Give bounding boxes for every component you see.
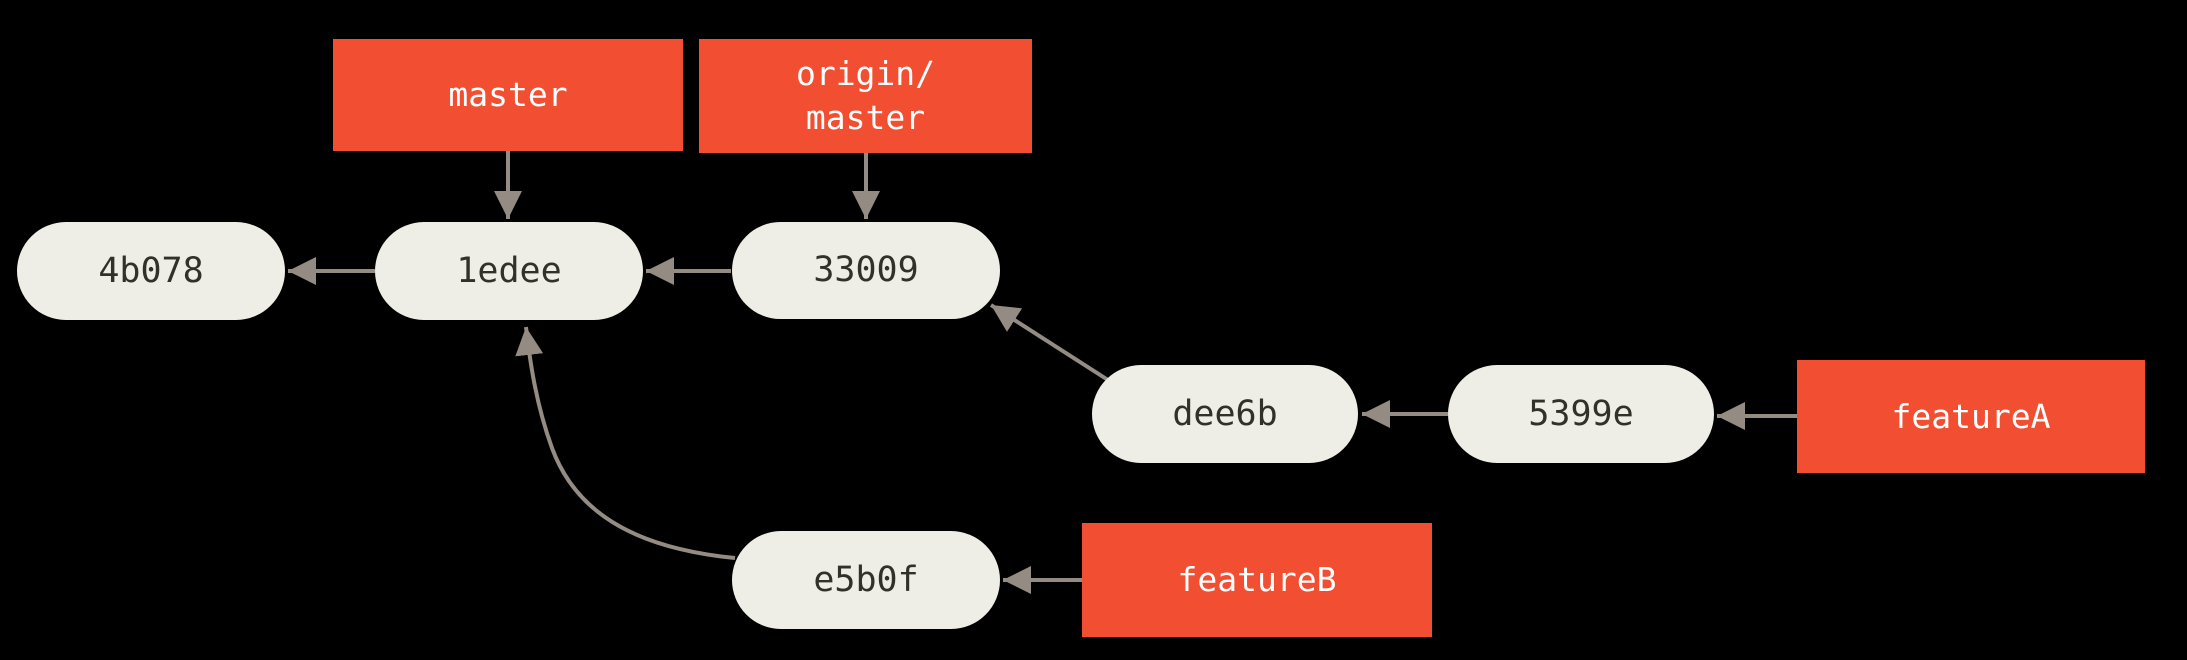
- commit-node-dee6b: dee6b: [1092, 365, 1358, 463]
- commit-node-1edee: 1edee: [375, 222, 643, 320]
- branch-label-text: origin/: [795, 54, 936, 94]
- edge-dee6b-to-33009: [989, 303, 1110, 382]
- branch-label-origin-master: origin/master: [699, 39, 1032, 153]
- commit-node-33009: 33009: [732, 222, 1000, 319]
- branch-label-text: master: [805, 98, 926, 137]
- branch-label-featureB: featureB: [1082, 523, 1432, 637]
- commit-node-5399e: 5399e: [1448, 365, 1714, 463]
- branch-label-text: featureA: [1891, 396, 2051, 436]
- commit-id: dee6b: [1172, 393, 1278, 434]
- branch-label-text: featureB: [1177, 560, 1337, 600]
- commit-id: 33009: [813, 250, 919, 290]
- branch-label-text: master: [448, 75, 568, 115]
- edge-e5b0f-to-1edee: [515, 326, 736, 560]
- commit-id: 5399e: [1528, 393, 1634, 434]
- branch-label-master: master: [333, 39, 683, 151]
- commit-node-e5b0f: e5b0f: [732, 531, 1000, 629]
- branch-label-featureA: featureA: [1797, 360, 2145, 473]
- commit-id: 4b078: [98, 250, 204, 291]
- commit-node-4b078: 4b078: [17, 222, 285, 320]
- commit-id: 1edee: [456, 250, 562, 291]
- commit-id: e5b0f: [813, 559, 919, 600]
